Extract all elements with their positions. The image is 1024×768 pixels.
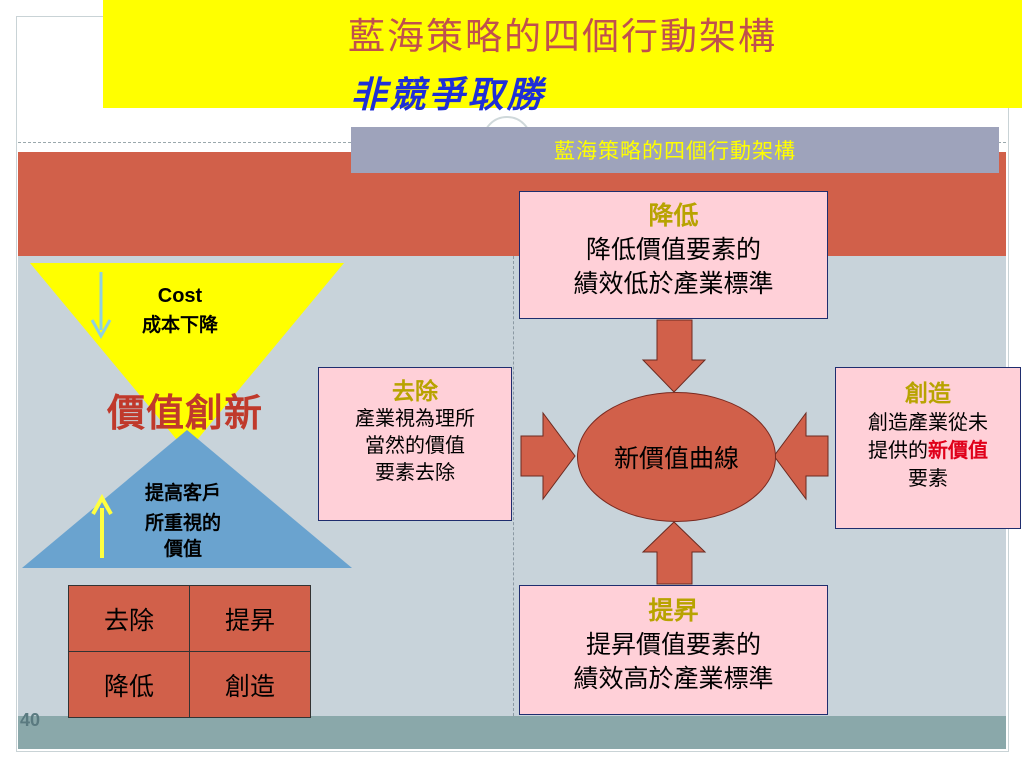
raise-box: 提昇 提昇價值要素的 績效高於產業標準 (519, 585, 828, 715)
cost-label-zh: 成本下降 (141, 314, 218, 336)
value-innovation-label: 價值創新 (106, 390, 263, 435)
eliminate-line3: 要素去除 (375, 460, 455, 484)
footer-band (18, 716, 1006, 749)
grid-cell-raise: 提昇 (189, 585, 311, 652)
page-number: 40 (20, 710, 41, 730)
reduce-box: 降低 降低價值要素的 績效低於產業標準 (519, 191, 828, 319)
section-banner: 藍海策略的四個行動架構 (351, 127, 999, 173)
new-value-highlight: 新價值 (928, 438, 988, 462)
reduce-line2: 績效低於產業標準 (573, 269, 774, 298)
arrow-left-shape (773, 411, 829, 501)
cost-label-en: Cost (157, 285, 203, 307)
slide-title: 藍海策略的四個行動架構 (348, 15, 777, 58)
grid-cell-eliminate: 去除 (68, 585, 190, 652)
arrow-down-shape (641, 319, 707, 393)
eliminate-line1: 產業視為理所 (355, 406, 475, 430)
grid-cell-create: 創造 (189, 651, 311, 718)
create-line2: 提供的新價值 (836, 436, 1020, 464)
create-line2-prefix: 提供的 (868, 438, 928, 462)
slide-subtitle: 非競爭取勝 (350, 74, 546, 116)
create-box: 創造 創造產業從未 提供的新價值 要素 (835, 367, 1021, 529)
cost-triangle (30, 263, 344, 452)
value-triangle (22, 430, 352, 568)
raise-line2: 績效高於產業標準 (573, 664, 774, 693)
raise-line1: 提昇價值要素的 (585, 630, 761, 659)
create-heading: 創造 (905, 380, 951, 407)
create-line1: 創造產業從未 (868, 410, 988, 434)
title-box (103, 0, 1022, 108)
eliminate-line2: 當然的價值 (365, 433, 465, 457)
new-value-curve: 新價值曲線 (577, 392, 776, 522)
reduce-line1: 降低價值要素的 (585, 235, 761, 264)
arrow-right-shape (520, 411, 576, 501)
customer-value-line1: 提高客戶 (144, 482, 221, 504)
raise-heading: 提昇 (648, 596, 699, 625)
customer-value-line2: 所重視的 (144, 512, 221, 534)
action-grid: 去除 提昇 降低 創造 (68, 585, 311, 718)
up-arrow-icon (91, 493, 113, 558)
arrow-up-shape (641, 521, 707, 585)
down-arrow-icon (90, 272, 112, 340)
reduce-heading: 降低 (648, 201, 699, 230)
customer-value-label: 提高客戶 所重視的 價值 (108, 478, 258, 560)
eliminate-heading: 去除 (392, 378, 438, 405)
vertical-divider (513, 256, 514, 716)
create-line3: 要素 (908, 466, 948, 490)
customer-value-line3: 價值 (163, 538, 202, 560)
eliminate-box: 去除 產業視為理所 當然的價值 要素去除 (318, 367, 512, 521)
grid-cell-reduce: 降低 (68, 651, 190, 718)
